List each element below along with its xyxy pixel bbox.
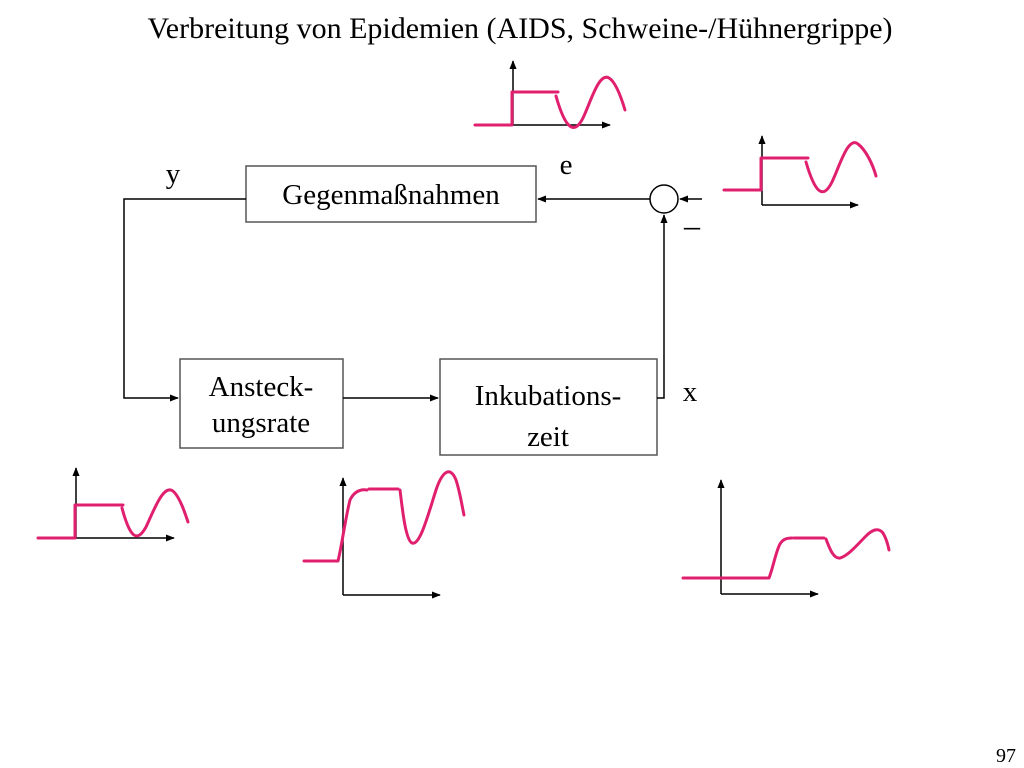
slide-title: Verbreitung von Epidemien (AIDS, Schwein…: [147, 12, 892, 45]
mini-plot-y: [36, 467, 190, 542]
block-ansteckungsrate: Ansteck- ungsrate: [179, 358, 344, 449]
mini-plot-reference: [722, 135, 878, 209]
signal-label-y: y: [166, 158, 181, 190]
block-inkubationszeit-label-1: Inkubations-: [475, 380, 622, 412]
feedback-minus-sign: –: [683, 207, 701, 243]
signal-label-x: x: [683, 376, 698, 408]
signal-connections: [123, 195, 702, 402]
block-gegenmassnahmen: Gegenmaßnahmen: [245, 165, 537, 223]
signal-label-e: e: [560, 149, 573, 181]
mini-plot-x: [681, 479, 891, 598]
summing-junction: [649, 184, 679, 214]
block-ansteckungsrate-label-1: Ansteck-: [209, 371, 314, 403]
mini-plot-infection: [302, 470, 466, 599]
block-inkubationszeit-label-2: zeit: [527, 421, 569, 453]
mini-plot-error: [473, 60, 627, 129]
block-ansteckungsrate-label-2: ungsrate: [212, 407, 310, 439]
block-inkubationszeit: Inkubations- zeit: [439, 358, 658, 456]
slide-number: 97: [996, 745, 1016, 767]
block-gegenmassnahmen-label: Gegenmaßnahmen: [282, 179, 500, 211]
